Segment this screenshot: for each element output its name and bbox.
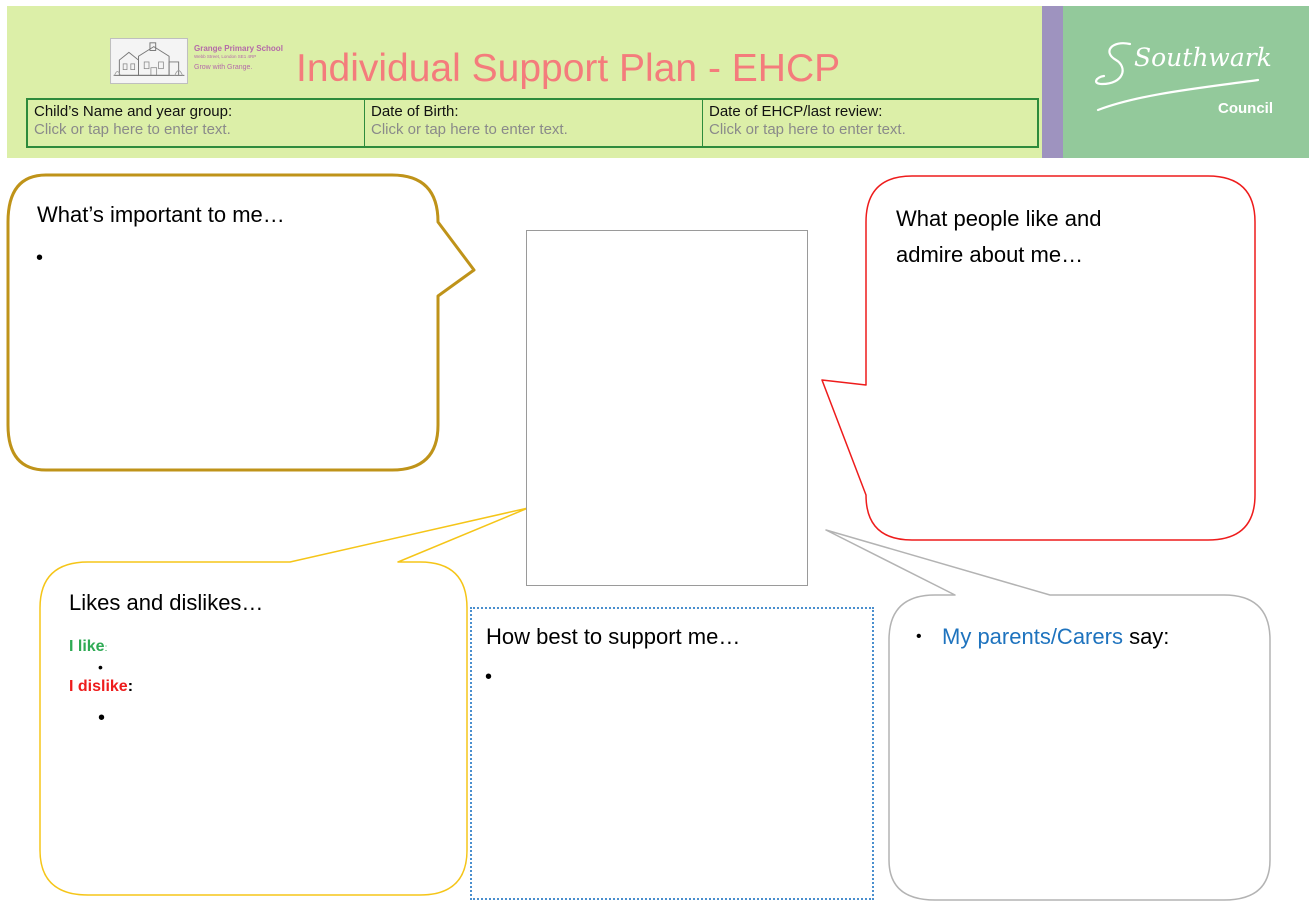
council-panel (1063, 6, 1309, 158)
admire-bubble (821, 175, 1256, 541)
page-title: Individual Support Plan - EHCP (296, 47, 841, 90)
school-name: Grange Primary School (194, 44, 283, 53)
council-name: Council (1218, 100, 1273, 117)
school-address: Webb Street, London SE1 4RP (194, 54, 257, 59)
parents-bubble (825, 529, 1271, 901)
important-bubble (6, 173, 476, 472)
support-box (470, 607, 874, 900)
admire-heading-line1: What people like and (896, 206, 1102, 231)
council-script-name: Southwark (1134, 43, 1272, 72)
dislike-label: I dislike: (69, 677, 133, 697)
support-heading: How best to support me… (486, 624, 741, 649)
admire-heading-line2: admire about me… (896, 242, 1084, 267)
review-date-label: Date of EHCP/last review: (709, 103, 883, 120)
date-of-birth-label: Date of Birth: (371, 103, 459, 120)
review-date-input[interactable]: Click or tap here to enter text. (709, 121, 906, 138)
child-name-label: Child’s Name and year group: (34, 103, 233, 120)
southwark-council-logo: Southwark (1095, 42, 1272, 112)
child-name-field[interactable]: Child’s Name and year group: Click or ta… (28, 100, 365, 146)
school-building-logo-icon (110, 38, 188, 84)
dislike-bullet[interactable]: • (98, 707, 106, 729)
review-date-field[interactable]: Date of EHCP/last review: Click or tap h… (703, 100, 1037, 146)
child-info-table: Child’s Name and year group: Click or ta… (26, 98, 1039, 148)
dislike-label-text: I dislike (69, 678, 128, 695)
like-bullet[interactable]: • (98, 659, 103, 675)
like-label-text: I like (69, 638, 105, 655)
like-colon: : (104, 643, 108, 654)
dislike-colon: : (127, 678, 134, 695)
parents-highlight: My parents/Carers (942, 624, 1123, 649)
support-bullet[interactable]: • (485, 666, 493, 688)
child-name-input[interactable]: Click or tap here to enter text. (34, 121, 231, 138)
header-divider (1042, 6, 1063, 158)
date-of-birth-field[interactable]: Date of Birth: Click or tap here to ente… (365, 100, 703, 146)
likes-bubble (39, 507, 529, 896)
photo-frame[interactable] (526, 230, 808, 586)
likes-heading: Likes and dislikes… (69, 590, 264, 615)
parents-heading-rest: say: (1122, 624, 1170, 649)
important-heading: What’s important to me… (37, 202, 285, 227)
like-label: I like: (69, 637, 107, 659)
date-of-birth-input[interactable]: Click or tap here to enter text. (371, 121, 568, 138)
school-motto: Grow with Grange. (194, 64, 253, 71)
parents-bullet: • (916, 628, 922, 645)
parents-heading: My parents/Carers say: (942, 622, 1169, 651)
important-bullet[interactable]: • (36, 247, 44, 269)
